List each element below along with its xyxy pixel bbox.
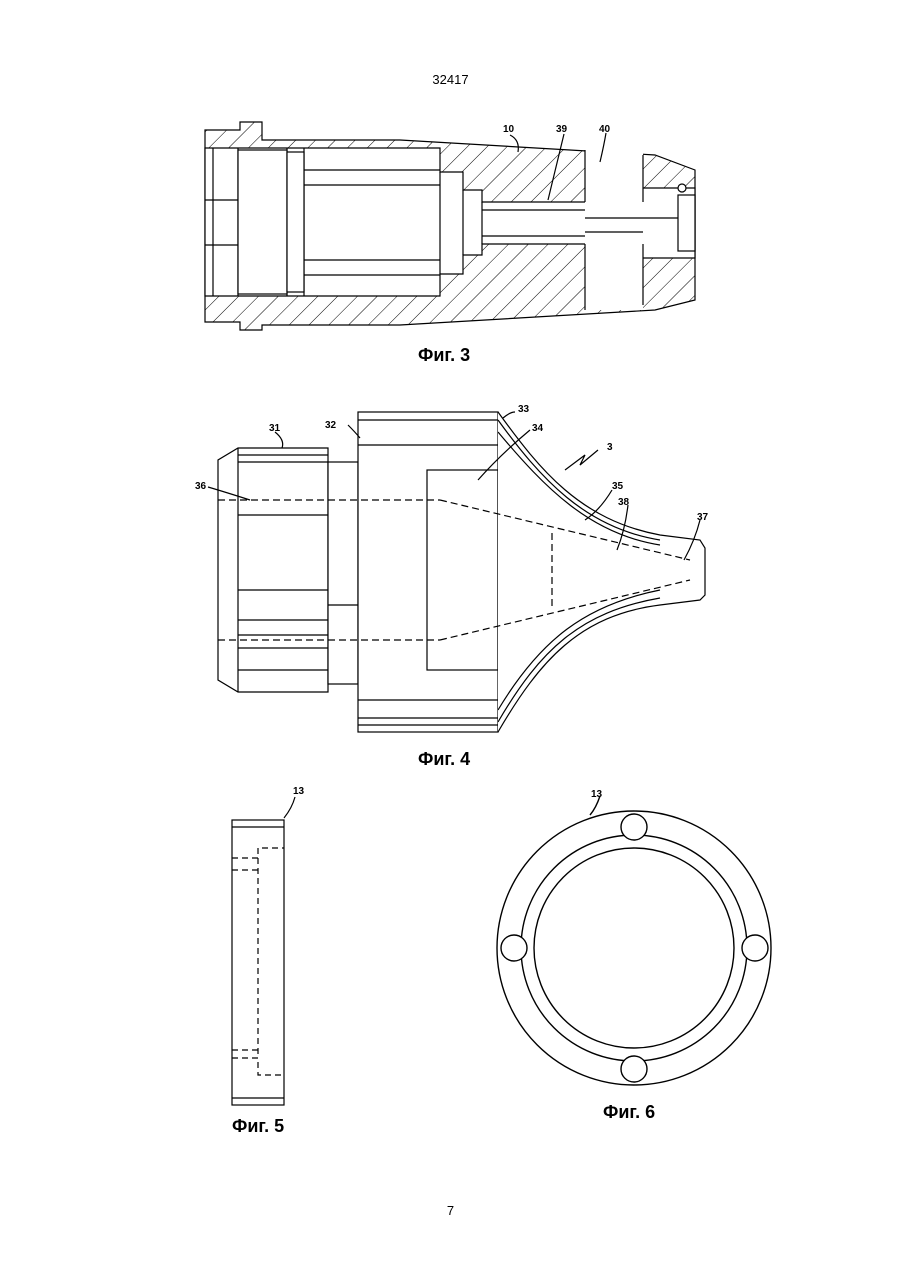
fig3-label-39: 39 [556,124,568,135]
figure-4-caption: Фиг. 4 [418,749,470,770]
fig4-label-3: 3 [607,442,613,453]
fig6-flange-outer [497,811,771,1085]
figure-3-drawing [205,122,695,330]
fig3-label-10: 10 [503,124,515,135]
fig6-bolt-hole [621,1056,647,1082]
page-number: 7 [0,1203,901,1218]
fig4-label-32: 32 [325,420,337,431]
fig6-bolt-hole [621,814,647,840]
fig4-label-35: 35 [612,481,624,492]
figure-5-drawing [232,797,295,1105]
fig3-label-40: 40 [599,124,611,135]
figure-6-drawing [497,796,771,1085]
fig4-label-37: 37 [697,512,709,523]
figure-4-drawing [208,412,705,732]
figure-5-caption: Фиг. 5 [232,1116,284,1137]
fig4-label-33: 33 [518,404,530,415]
fig4-label-36: 36 [195,481,207,492]
fig4-nut-31 [218,448,328,692]
figure-6-caption: Фиг. 6 [603,1102,655,1123]
fig4-label-38: 38 [618,497,630,508]
fig4-body-32 [358,412,498,732]
fig6-label-13: 13 [591,789,603,800]
fig4-label-31: 31 [269,423,281,434]
figure-3-caption: Фиг. 3 [418,345,470,366]
fig6-bolt-hole [742,935,768,961]
fig4-label-34: 34 [532,423,544,434]
fig6-bolt-hole [501,935,527,961]
fig5-label-13: 13 [293,786,305,797]
